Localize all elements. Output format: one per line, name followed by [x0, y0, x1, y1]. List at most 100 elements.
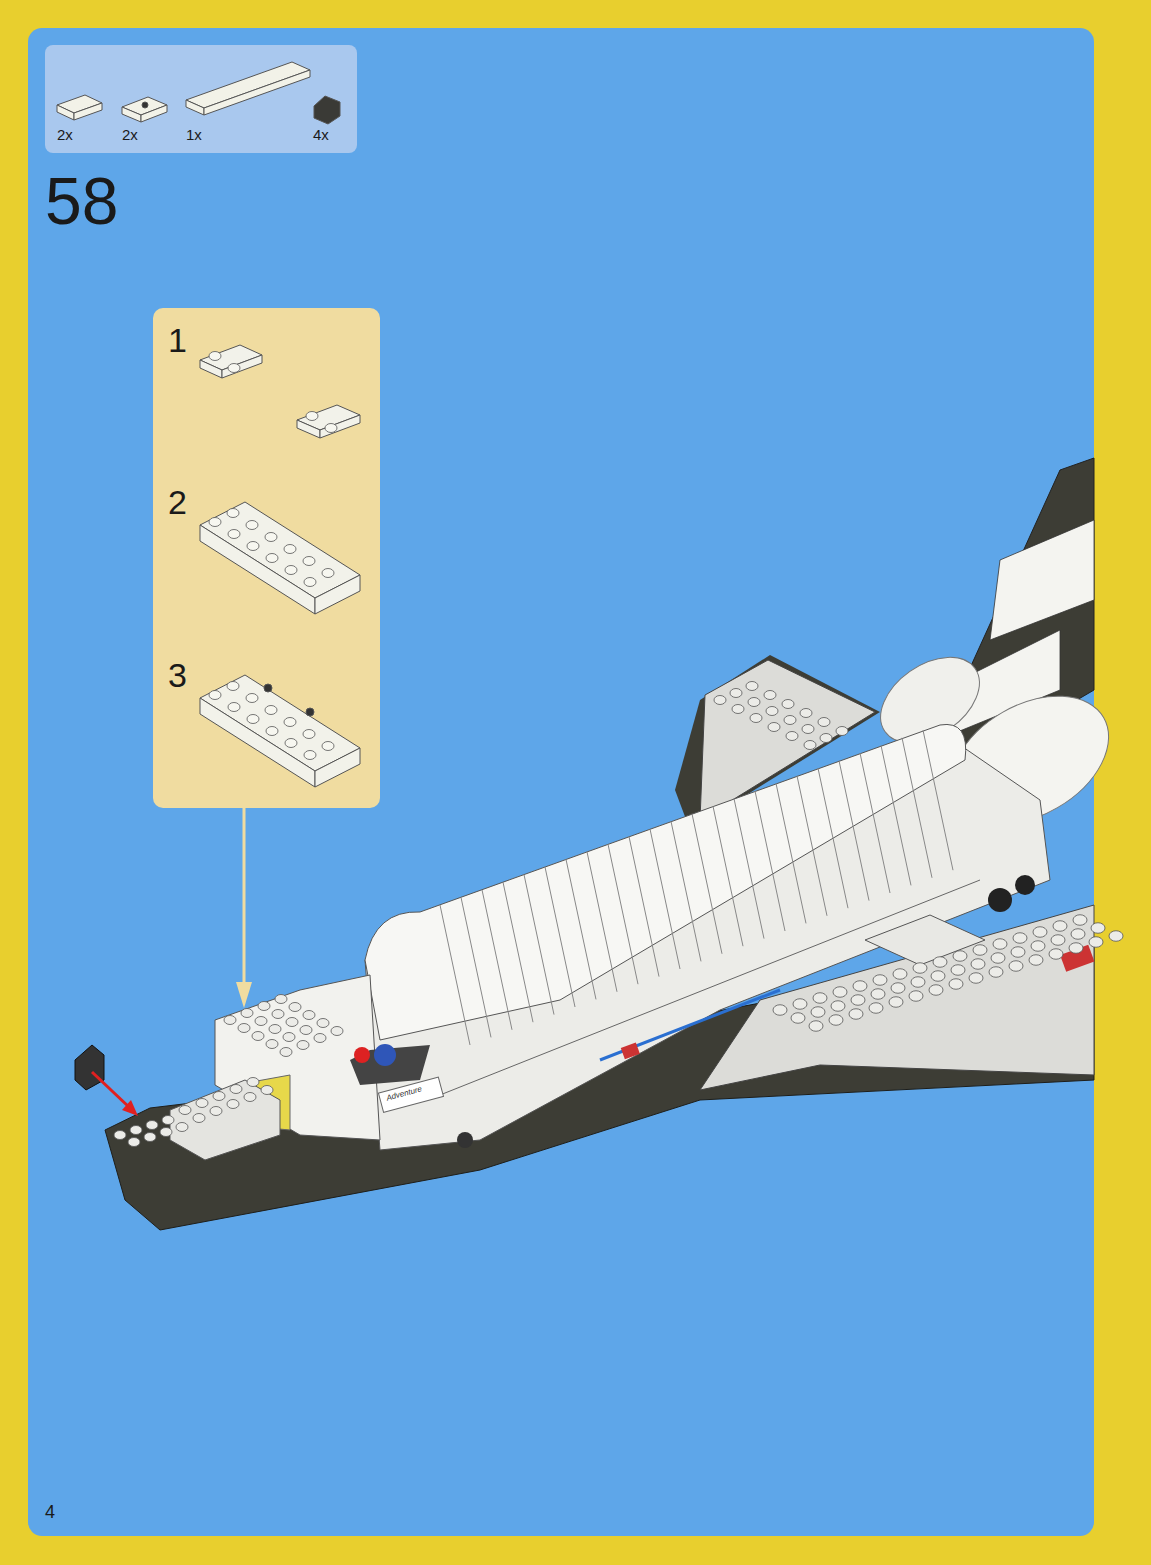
- substep-number: 2: [168, 485, 187, 519]
- stud: [802, 725, 814, 734]
- stud: [750, 714, 762, 723]
- stud: [289, 1003, 301, 1012]
- stud: [1089, 937, 1103, 948]
- stud: [317, 1019, 329, 1028]
- cargo-rib: [566, 859, 596, 999]
- stud: [322, 569, 334, 578]
- stud: [227, 1100, 239, 1109]
- part-count: 2x: [57, 127, 73, 142]
- stud: [929, 985, 943, 996]
- part-count: 4x: [313, 127, 329, 142]
- stud: [241, 1009, 253, 1018]
- stud: [764, 691, 776, 700]
- stud: [746, 682, 758, 691]
- stud: [991, 953, 1005, 964]
- stud: [1049, 949, 1063, 960]
- stud: [909, 991, 923, 1002]
- stud: [849, 1009, 863, 1020]
- stud: [891, 983, 905, 994]
- cargo-rib: [755, 791, 785, 931]
- stud: [261, 1086, 273, 1095]
- cargo-rib: [587, 852, 617, 992]
- stud: [269, 1025, 281, 1034]
- stud: [871, 989, 885, 1000]
- stud: [791, 1013, 805, 1024]
- stud: [228, 530, 240, 539]
- stud: [933, 957, 947, 968]
- cargo-rib: [629, 837, 659, 977]
- stud: [813, 993, 827, 1004]
- stud: [989, 967, 1003, 978]
- cargo-rib: [713, 806, 743, 946]
- cargo-rib: [524, 875, 554, 1015]
- stud: [893, 969, 907, 980]
- cargo-rib: [671, 821, 701, 961]
- cargo-rib: [440, 905, 470, 1045]
- stud: [209, 518, 221, 527]
- stud: [304, 578, 316, 587]
- stud: [853, 981, 867, 992]
- stud: [1071, 929, 1085, 940]
- cargo-rib: [482, 890, 512, 1030]
- stud: [873, 975, 887, 986]
- stud: [993, 939, 1007, 950]
- stud: [889, 997, 903, 1008]
- stud: [144, 1133, 156, 1142]
- stud: [836, 727, 848, 736]
- stud: [247, 1078, 259, 1087]
- stud: [209, 691, 221, 700]
- stud: [1013, 933, 1027, 944]
- cargo-rib: [923, 730, 953, 870]
- stud: [1011, 947, 1025, 958]
- stud: [238, 1024, 250, 1033]
- stud: [252, 1032, 264, 1041]
- stud: [1091, 923, 1105, 934]
- stud: [1073, 915, 1087, 926]
- stud: [283, 1033, 295, 1042]
- stud: [766, 707, 778, 716]
- stud: [297, 1041, 309, 1050]
- cargo-rib: [860, 753, 890, 893]
- stud: [833, 987, 847, 998]
- cargo-rib: [461, 897, 491, 1037]
- stud: [800, 709, 812, 718]
- stud: [258, 1002, 270, 1011]
- stud: [730, 689, 742, 698]
- stud: [809, 1021, 823, 1032]
- stud: [953, 951, 967, 962]
- stud: [1031, 941, 1045, 952]
- cargo-rib: [692, 814, 722, 954]
- stud: [286, 1018, 298, 1027]
- stud: [224, 1016, 236, 1025]
- stud: [973, 945, 987, 956]
- step-number: 58: [45, 168, 118, 234]
- stud: [811, 1007, 825, 1018]
- page-number: 4: [45, 1503, 55, 1521]
- stud: [303, 730, 315, 739]
- cargo-rib: [797, 776, 827, 916]
- stud: [768, 723, 780, 732]
- stud: [244, 1093, 256, 1102]
- stud: [304, 751, 316, 760]
- stud: [128, 1138, 140, 1147]
- cargo-rib: [776, 783, 806, 923]
- cargo-rib: [608, 844, 638, 984]
- stud: [1033, 927, 1047, 938]
- stud: [773, 1005, 787, 1016]
- stud: [230, 1085, 242, 1094]
- stud: [285, 566, 297, 575]
- cargo-rib: [902, 738, 932, 878]
- cargo-rib: [503, 882, 533, 1022]
- cargo-rib: [650, 829, 680, 969]
- stud: [714, 696, 726, 705]
- stud: [971, 959, 985, 970]
- stud: [322, 742, 334, 751]
- cargo-rib: [545, 867, 575, 1007]
- stud: [114, 1131, 126, 1140]
- stud: [300, 1026, 312, 1035]
- stud: [1029, 955, 1043, 966]
- cargo-rib: [734, 799, 764, 939]
- stud: [130, 1126, 142, 1135]
- stud: [748, 698, 760, 707]
